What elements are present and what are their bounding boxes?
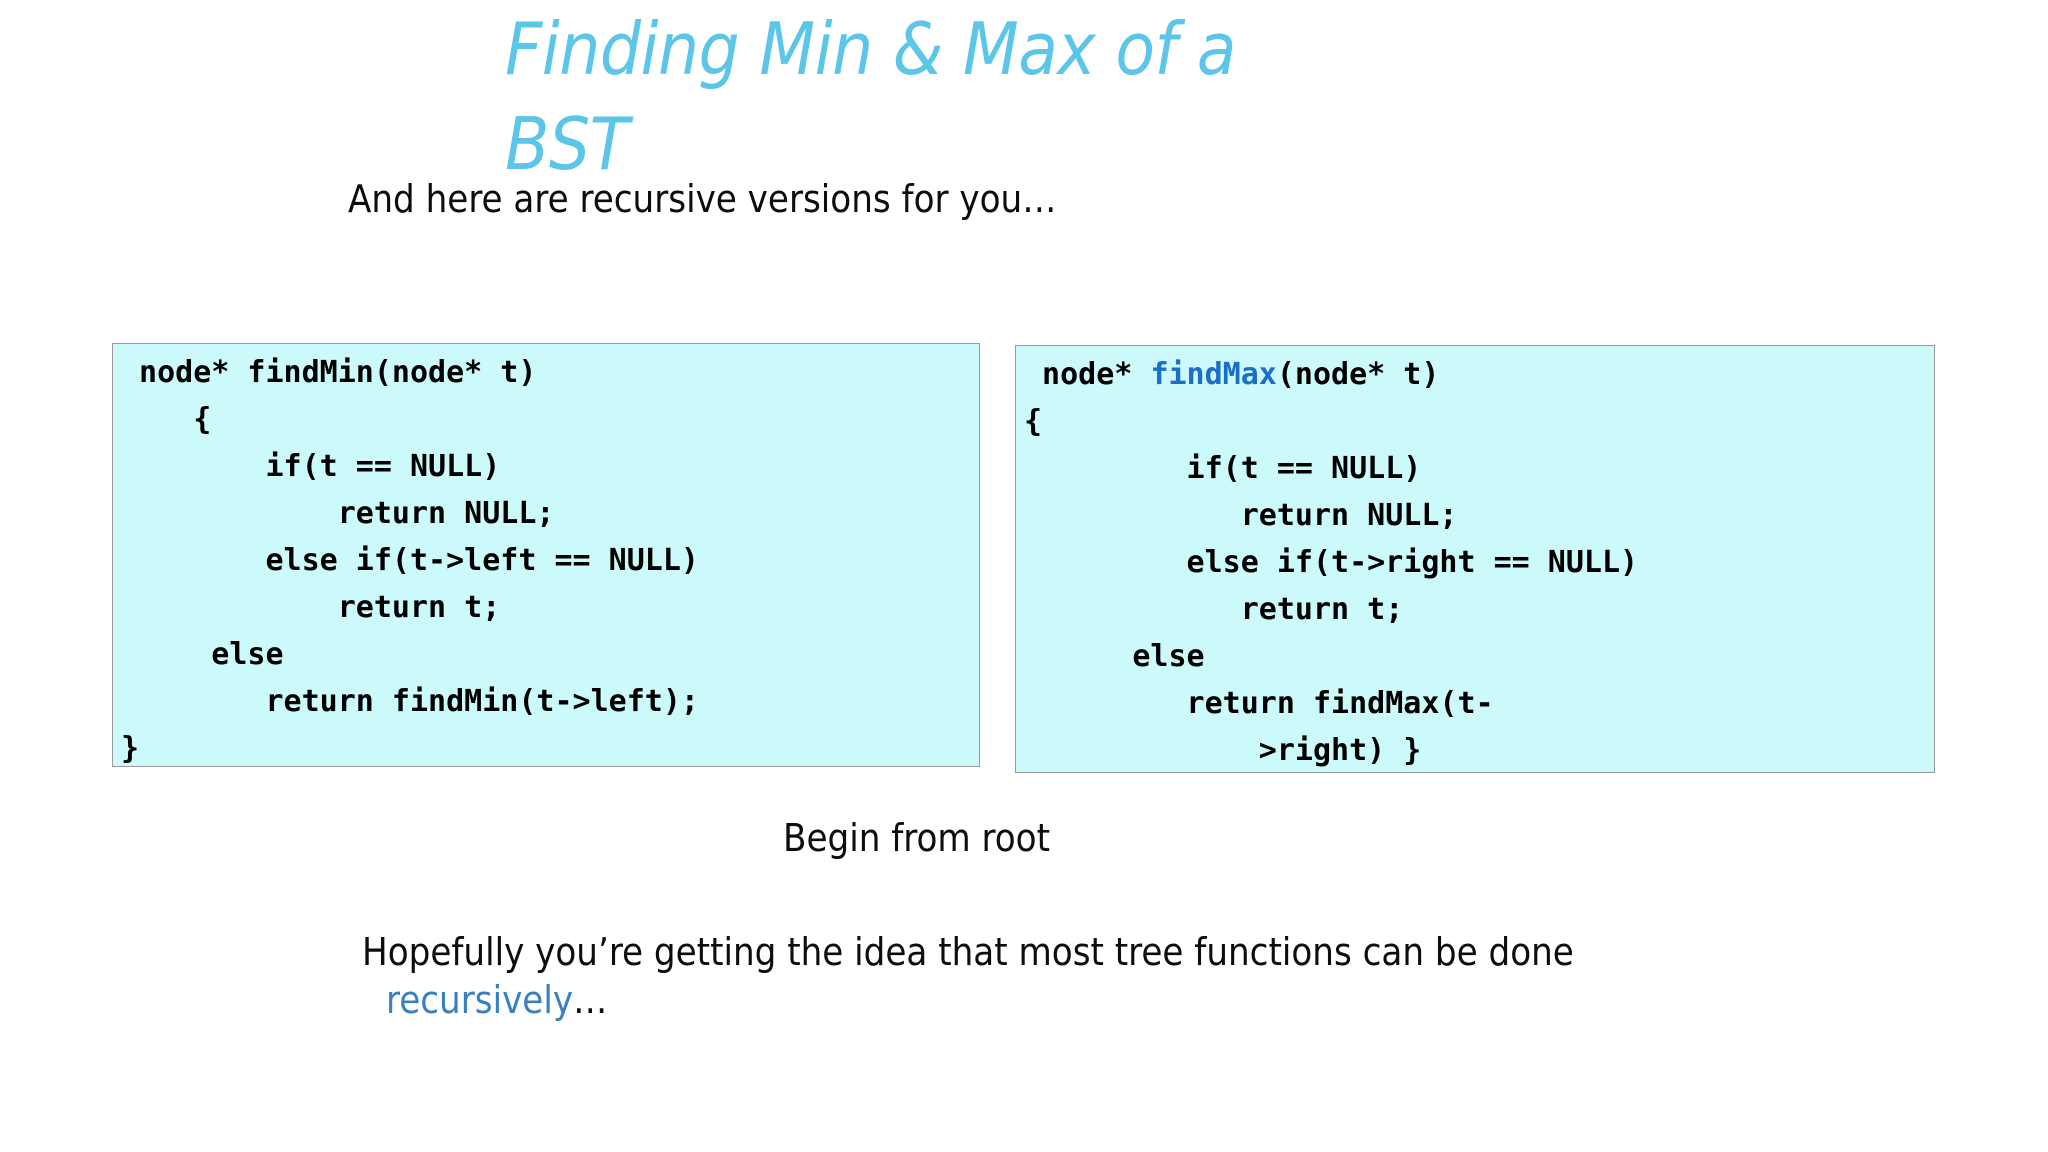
code-line: return NULL;	[1024, 498, 1458, 533]
closing-accent-word: recursively	[386, 978, 574, 1022]
caption-begin-from-root: Begin from root	[783, 816, 1050, 860]
code-line: return NULL;	[121, 496, 555, 531]
code-line: else if(t->left == NULL)	[121, 543, 699, 578]
code-line: else	[1024, 639, 1205, 674]
code-line: return t;	[121, 590, 501, 625]
code-block-findmin: node* findMin(node* t) { if(t == NULL) r…	[112, 343, 980, 767]
code-line: node* findMin(node* t)	[121, 355, 537, 390]
closing-line-2: recursively…	[362, 976, 1662, 1024]
code-line: {	[1024, 404, 1043, 439]
code-text-findmax: node* findMax(node* t) { if(t == NULL) r…	[1016, 346, 1934, 772]
code-line: if(t == NULL)	[121, 449, 501, 484]
code-line: else if(t->right == NULL)	[1024, 545, 1639, 580]
code-line: return findMax(t-	[1024, 686, 1494, 721]
closing-ellipsis: …	[573, 978, 608, 1022]
code-line: return t;	[1024, 592, 1404, 627]
page-title: Finding Min & Max of a BST	[505, 7, 1236, 186]
closing-paragraph: Hopefully you’re getting the idea that m…	[362, 928, 1662, 1024]
code-line-header-suffix: (node* t)	[1276, 357, 1440, 392]
closing-line-1: Hopefully you’re getting the idea that m…	[362, 930, 1574, 974]
code-line: {	[121, 402, 212, 437]
code-block-findmax: node* findMax(node* t) { if(t == NULL) r…	[1015, 345, 1935, 773]
code-identifier-findmax: findMax	[1150, 357, 1277, 392]
code-line: else	[121, 637, 284, 672]
subtitle-text: And here are recursive versions for you…	[348, 177, 1057, 221]
code-line: return findMin(t->left);	[121, 684, 699, 719]
code-text-findmin: node* findMin(node* t) { if(t == NULL) r…	[113, 344, 979, 766]
code-line: }	[121, 731, 140, 766]
code-line: >right) }	[1024, 733, 1422, 768]
code-line-header-prefix: node*	[1024, 357, 1151, 392]
code-line: if(t == NULL)	[1024, 451, 1422, 486]
